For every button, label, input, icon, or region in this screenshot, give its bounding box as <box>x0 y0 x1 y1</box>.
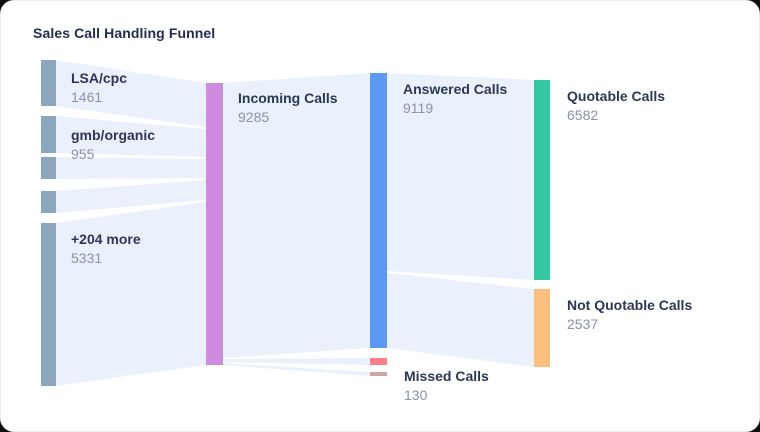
flow-source-3-to-incoming-calls <box>56 157 206 179</box>
node-source-4[interactable] <box>41 191 56 213</box>
node-plus-204-more[interactable] <box>41 223 56 386</box>
chart-title: Sales Call Handling Funnel <box>33 25 216 41</box>
flow-lsa-cpc-to-incoming-calls <box>56 60 206 127</box>
flow-incoming-calls-to-small-unlabeled <box>223 363 370 376</box>
node-incoming-calls[interactable] <box>206 83 223 365</box>
flow-gmb-organic-to-incoming-calls <box>56 116 206 157</box>
node-source-3[interactable] <box>41 157 56 179</box>
node-quotable-calls[interactable] <box>534 80 550 280</box>
node-missed-calls[interactable] <box>370 358 387 365</box>
node-small-unlabeled[interactable] <box>370 372 387 376</box>
node-lsa-cpc[interactable] <box>41 60 56 106</box>
flow-incoming-calls-to-missed-calls <box>223 358 370 365</box>
flow-plus-204-more-to-incoming-calls <box>56 202 206 386</box>
flow-source-4-to-incoming-calls <box>56 180 206 213</box>
flow-answered-calls-to-not-quotable-calls <box>387 273 534 367</box>
node-not-quotable-calls[interactable] <box>534 289 550 367</box>
flow-answered-calls-to-quotable-calls <box>387 73 534 280</box>
flow-incoming-calls-to-answered-calls <box>223 73 370 358</box>
node-gmb-organic[interactable] <box>41 116 56 153</box>
node-answered-calls[interactable] <box>370 73 387 348</box>
